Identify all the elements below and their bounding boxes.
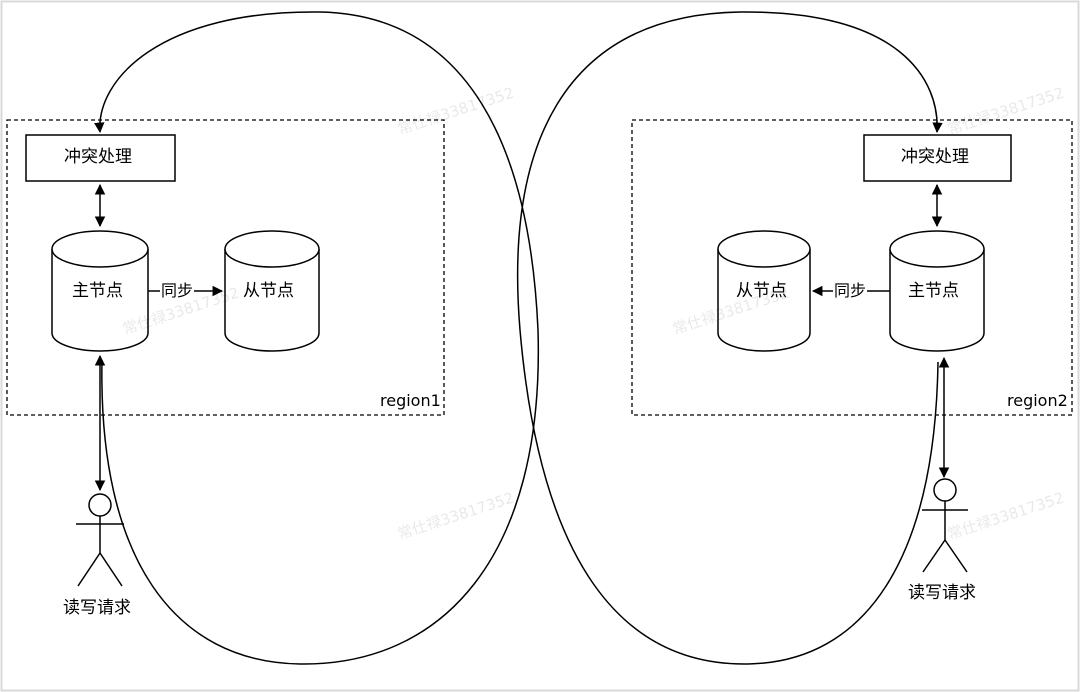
region1-replica-cylinder [224, 230, 320, 352]
region1-conflict-box [25, 134, 176, 182]
region2-primary-label: 主节点 [908, 281, 959, 301]
region2-replica-cylinder [717, 230, 811, 352]
region2-to-region1-sync-curve [516, 11, 943, 665]
region2-label: region2 [1007, 391, 1068, 410]
region2-boundary [631, 119, 1073, 416]
region2-actor-label: 读写请求 [908, 583, 976, 603]
region1-conflict-label: 冲突处理 [64, 147, 132, 167]
region1-sync-label: 同步 [160, 281, 195, 300]
region1-actor-label: 读写请求 [63, 598, 131, 618]
region2-sync-label: 同步 [833, 281, 868, 300]
region1-primary-label: 主节点 [72, 281, 123, 301]
region2-actor-figure [922, 478, 968, 573]
region2-primary-cylinder [889, 230, 985, 352]
region1-label: region1 [380, 391, 441, 410]
region1-boundary [6, 119, 445, 416]
region2-conflict-box [863, 134, 1012, 182]
region1-replica-label: 从节点 [243, 281, 294, 301]
region2-conflict-label: 冲突处理 [901, 147, 969, 167]
region2-replica-label: 从节点 [736, 281, 787, 301]
region1-primary-cylinder [51, 230, 149, 352]
region1-actor-figure [76, 493, 124, 587]
region1-to-region2-sync-curve [94, 11, 540, 665]
